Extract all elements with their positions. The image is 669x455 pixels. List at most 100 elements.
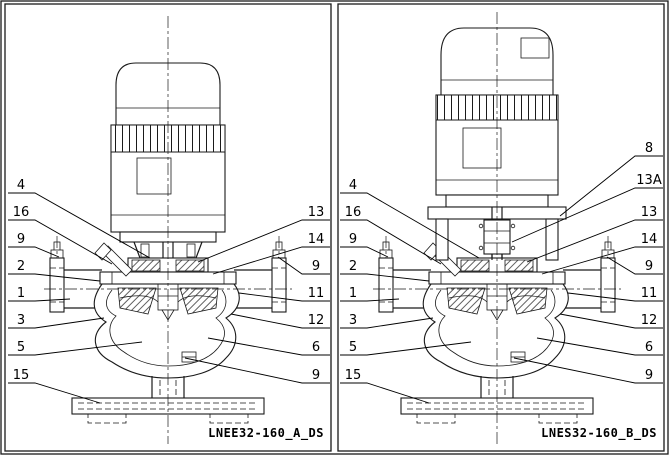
callout-leader — [207, 337, 330, 356]
callout-label: 6 — [645, 340, 653, 355]
callout-label: 1 — [349, 286, 357, 301]
callout-9-bottom: 9 — [184, 357, 330, 384]
callout-leader — [340, 317, 434, 329]
callout-label: 11 — [308, 286, 325, 301]
callout-leader — [340, 246, 389, 258]
callout-1: 1 — [8, 286, 71, 302]
callout-leader — [541, 246, 663, 275]
callout-label: 9 — [645, 259, 653, 274]
drawing-code-left: LNEE32-160_A_DS — [208, 426, 324, 441]
callout-4: 4 — [8, 178, 151, 259]
callout-leader — [8, 341, 143, 356]
callout-label: 13A — [636, 173, 662, 188]
callout-15: 15 — [8, 368, 101, 404]
lantern — [133, 241, 203, 259]
callout-5: 5 — [8, 340, 143, 356]
callout-label: 15 — [345, 368, 362, 383]
callout-label: 11 — [641, 286, 658, 301]
callout-leader — [8, 298, 71, 302]
callout-leader — [8, 219, 113, 265]
callout-label: 3 — [349, 313, 357, 328]
callout-9-right: 9 — [606, 256, 663, 275]
motor-nameplate — [136, 157, 172, 195]
callout-leader — [536, 337, 663, 356]
callout-label: 16 — [345, 205, 362, 220]
callout-12: 12 — [559, 313, 663, 329]
callout-leader — [340, 382, 430, 404]
callout-label: 16 — [13, 205, 30, 220]
callout-12: 12 — [230, 313, 330, 329]
drawing-code-right: LNES32-160_B_DS — [541, 426, 657, 441]
callout-leader — [212, 246, 330, 275]
callout-15: 15 — [340, 368, 430, 404]
callout-leader — [559, 313, 663, 329]
callout-3: 3 — [340, 313, 434, 329]
callout-leader — [230, 313, 330, 329]
panel-left-border — [4, 3, 332, 452]
panel-right: 4 16 9 2 1 3 5 15 — [337, 3, 665, 452]
callout-leader — [184, 357, 330, 384]
terminal-box — [520, 37, 550, 59]
panel-left: 4 16 9 2 1 3 5 15 — [4, 3, 332, 452]
callout-13: 13 — [526, 205, 663, 263]
callout-label: 14 — [308, 232, 325, 247]
callout-leader — [277, 256, 330, 275]
callout-9-right: 9 — [277, 256, 330, 275]
callout-11: 11 — [567, 286, 663, 302]
callout-leader — [8, 192, 151, 259]
callout-label: 5 — [17, 340, 25, 355]
callout-6: 6 — [536, 337, 663, 356]
callout-9-bottom: 9 — [513, 357, 663, 384]
callout-8: 8 — [559, 141, 663, 217]
callout-label: 9 — [312, 368, 320, 383]
callout-14: 14 — [541, 232, 663, 275]
callout-14: 14 — [212, 232, 330, 275]
callout-label: 9 — [349, 232, 357, 247]
callout-leader — [197, 219, 330, 263]
callout-leader — [340, 298, 400, 302]
callout-1: 1 — [340, 286, 400, 302]
callout-label: 2 — [349, 259, 357, 274]
callout-leader — [8, 246, 60, 258]
callout-label: 6 — [312, 340, 320, 355]
motor-stool-columns — [435, 218, 559, 261]
callout-leader — [340, 341, 472, 356]
callout-label: 3 — [17, 313, 25, 328]
callout-label: 8 — [645, 141, 653, 156]
callout-label: 9 — [312, 259, 320, 274]
callout-label: 14 — [641, 232, 658, 247]
callout-2: 2 — [8, 259, 101, 282]
callout-16: 16 — [340, 205, 442, 265]
callout-4: 4 — [340, 178, 480, 259]
callout-leader — [238, 292, 330, 302]
callout-leader — [511, 187, 663, 243]
panel-right-border — [337, 3, 665, 452]
motor-nameplate — [462, 127, 502, 169]
callout-label: 4 — [17, 178, 25, 193]
callout-label: 13 — [308, 205, 325, 220]
callout-leader — [340, 192, 480, 259]
callout-label: 9 — [17, 232, 25, 247]
callout-5: 5 — [340, 340, 472, 356]
callout-label: 15 — [13, 368, 30, 383]
callout-9-left: 9 — [340, 232, 389, 258]
callout-leader — [340, 219, 442, 265]
callout-16: 16 — [8, 205, 113, 265]
callout-3: 3 — [8, 313, 105, 329]
callout-label: 9 — [645, 368, 653, 383]
callout-label: 4 — [349, 178, 357, 193]
callout-11: 11 — [238, 286, 330, 302]
callout-leader — [8, 382, 101, 404]
callout-label: 13 — [641, 205, 658, 220]
callout-leader — [8, 273, 101, 282]
callout-leader — [8, 317, 105, 329]
callout-label: 2 — [17, 259, 25, 274]
callout-13: 13 — [197, 205, 330, 263]
callout-label: 5 — [349, 340, 357, 355]
callout-leader — [567, 292, 663, 302]
callout-2: 2 — [340, 259, 430, 282]
callout-leader — [606, 256, 663, 275]
callout-9-left: 9 — [8, 232, 60, 258]
